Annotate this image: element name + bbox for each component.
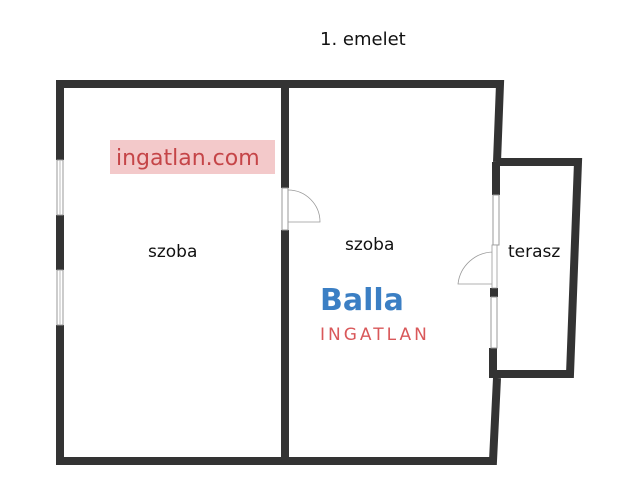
window-interior xyxy=(281,187,289,231)
door-interior xyxy=(287,189,321,223)
terrace-wall xyxy=(497,158,583,378)
floor-title: 1. emelet xyxy=(320,29,406,50)
walls xyxy=(56,80,583,465)
watermark-ingatlan-box xyxy=(110,140,275,174)
window-right-1 xyxy=(492,194,500,246)
windows xyxy=(56,159,500,349)
outer-wall-lower xyxy=(56,325,501,465)
room-label: szoba xyxy=(345,235,394,255)
window-right-2 xyxy=(490,296,498,349)
watermark: ingatlan.com Balla INGATLAN xyxy=(110,140,430,345)
watermark-brand: Balla xyxy=(320,283,404,318)
watermark-sub: INGATLAN xyxy=(320,325,430,345)
outer-wall xyxy=(56,80,505,163)
doors xyxy=(287,189,498,289)
door-terrace xyxy=(457,251,495,285)
watermark-site: ingatlan.com xyxy=(116,146,260,171)
room-label: szoba xyxy=(148,242,197,262)
room-label: terasz xyxy=(508,242,560,262)
